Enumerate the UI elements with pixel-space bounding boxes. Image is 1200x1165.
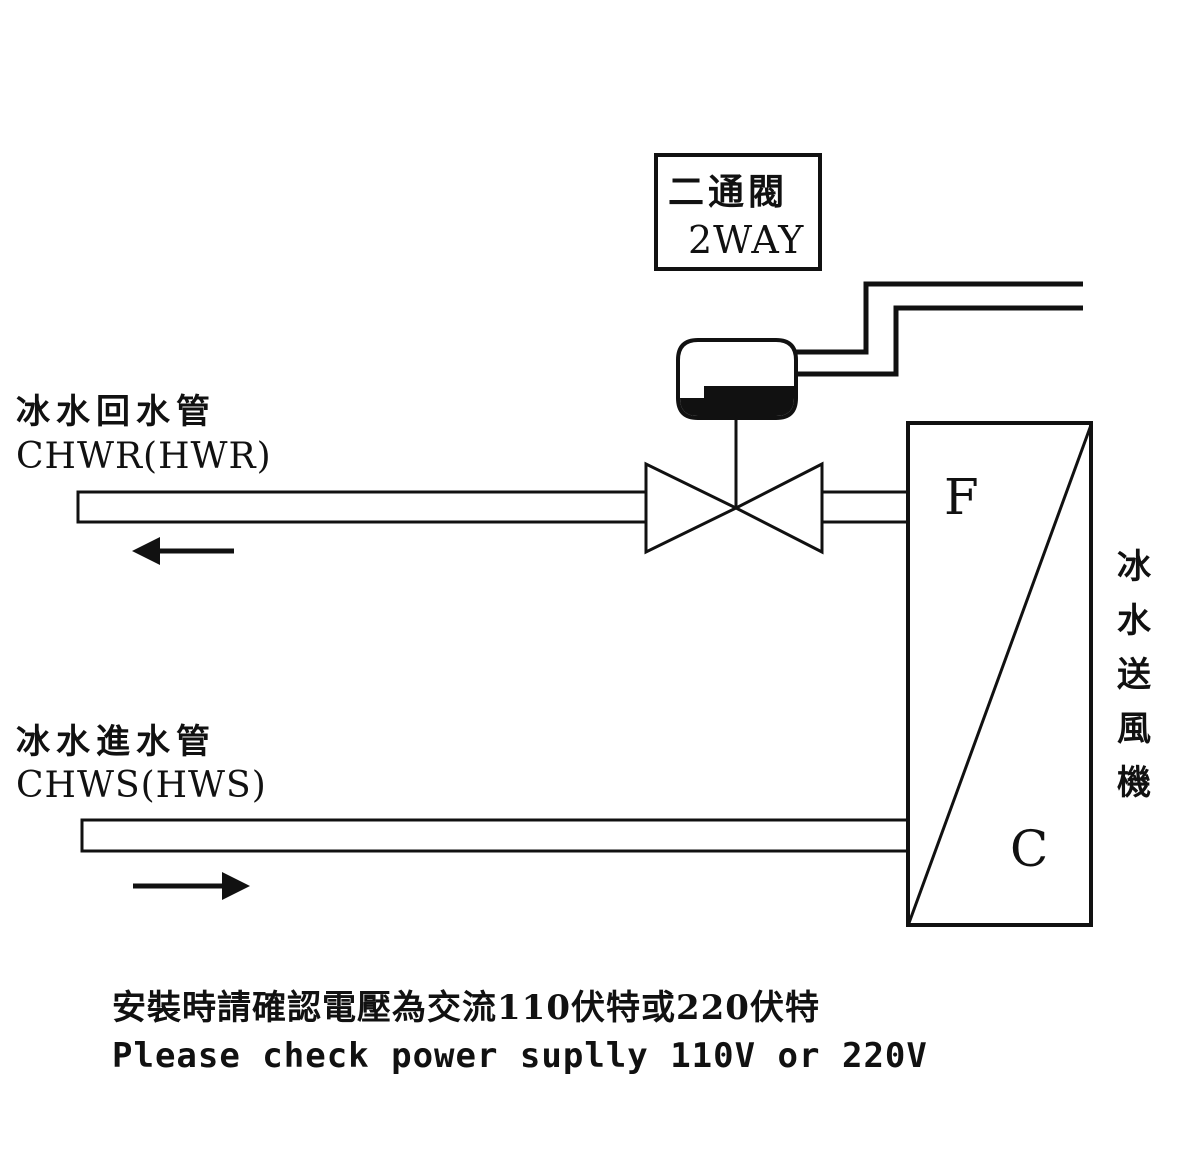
return-pipe-label-en: CHWR(HWR) bbox=[16, 436, 272, 477]
actuator-wire-lower bbox=[796, 305, 1083, 377]
valve-label-en: 2WAY bbox=[688, 218, 805, 262]
supply-flow-arrow bbox=[133, 872, 250, 900]
valve-body-left bbox=[644, 461, 740, 555]
supply-pipe-label-zh: 冰水進水管 bbox=[16, 722, 216, 762]
fan-coil-label-char: 機 bbox=[1117, 763, 1151, 803]
fan-coil-label-char: 冰 bbox=[1117, 547, 1151, 587]
fan-coil-label-char: 水 bbox=[1117, 601, 1151, 641]
supply-pipe bbox=[80, 818, 910, 853]
fan-coil-label-char: 風 bbox=[1117, 709, 1151, 749]
return-pipe-label-zh: 冰水回水管 bbox=[16, 392, 216, 432]
notice-en: Please check power suplly 110V or 220V bbox=[112, 1036, 928, 1076]
valve-label-zh: 二通閥 bbox=[668, 171, 789, 213]
valve-actuator-fill bbox=[680, 386, 794, 416]
valve-body-right bbox=[732, 461, 824, 555]
fan-coil-diagonal bbox=[907, 424, 1093, 924]
notice-zh: 安裝時請確認電壓為交流110伏特或220伏特 bbox=[112, 988, 820, 1028]
return-pipe-left bbox=[76, 490, 648, 524]
fan-coil-label-char: 送 bbox=[1117, 655, 1151, 695]
valve-label-box bbox=[654, 153, 822, 271]
supply-pipe-label-en: CHWS(HWS) bbox=[16, 765, 267, 806]
return-pipe-right bbox=[820, 490, 910, 524]
coil-letter-c: C bbox=[1010, 820, 1049, 878]
return-flow-arrow bbox=[132, 537, 234, 565]
actuator-wire-upper bbox=[796, 281, 1083, 355]
fan-coil-label: 冰 水 送 風 機 bbox=[1112, 540, 1156, 810]
coil-letter-f: F bbox=[944, 468, 979, 526]
